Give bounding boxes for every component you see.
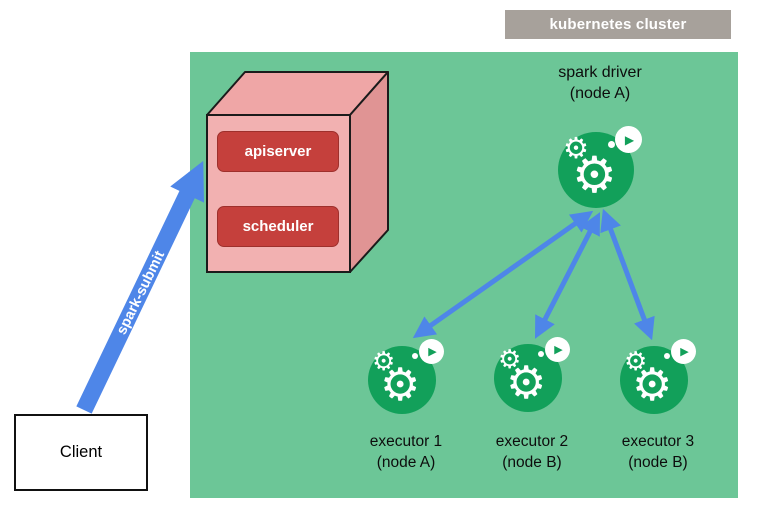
executor3-icon: ⚙ ⚙ ▶	[618, 338, 698, 418]
spark-driver-node: (node A)	[569, 85, 631, 102]
executor3-label: executor 3 (node B)	[588, 431, 728, 473]
executor3-title: executor 3	[621, 433, 695, 450]
client-box: Client	[14, 414, 148, 491]
client-label: Client	[59, 443, 103, 461]
gear-icon: ⚙	[498, 344, 522, 374]
executor2-icon: ⚙ ⚙ ▶	[492, 336, 572, 416]
play-icon: ▶	[671, 339, 696, 364]
dot-icon	[608, 141, 615, 148]
scheduler-label: scheduler	[242, 218, 314, 235]
spark-driver-title: spark driver	[558, 64, 642, 81]
gear-icon: ⚙	[572, 147, 617, 203]
apiserver-label: apiserver	[244, 143, 312, 160]
executor1-node: (node A)	[376, 454, 436, 471]
gear-icon: ⚙	[624, 346, 648, 376]
play-icon: ▶	[545, 337, 570, 362]
executor2-node: (node B)	[502, 454, 562, 471]
control-plane-cube	[206, 71, 389, 273]
play-icon: ▶	[419, 339, 444, 364]
apiserver-panel: apiserver	[217, 131, 339, 172]
dot-icon	[664, 353, 670, 359]
executor2-label: executor 2 (node B)	[462, 431, 602, 473]
executor1-label: executor 1 (node A)	[336, 431, 476, 473]
dot-icon	[538, 351, 544, 357]
gear-icon: ⚙	[632, 359, 673, 410]
kubernetes-cluster-label: kubernetes cluster	[505, 10, 731, 39]
scheduler-panel: scheduler	[217, 206, 339, 247]
dot-icon	[412, 353, 418, 359]
gear-icon: ⚙	[380, 359, 421, 410]
play-icon: ▶	[615, 126, 642, 153]
executor3-node: (node B)	[628, 454, 688, 471]
spark-driver-label: spark driver (node A)	[520, 62, 680, 104]
gear-icon: ⚙	[372, 346, 396, 376]
executor1-icon: ⚙ ⚙ ▶	[366, 338, 446, 418]
spark-driver-icon: ⚙ ⚙ ▶	[556, 124, 644, 212]
spark-submit-label: spark-submit	[114, 248, 168, 337]
gear-icon: ⚙	[563, 133, 589, 165]
executor2-title: executor 2	[495, 433, 569, 450]
spark-submit-arrow	[76, 160, 204, 414]
executor1-title: executor 1	[369, 433, 443, 450]
gear-icon: ⚙	[506, 357, 547, 408]
